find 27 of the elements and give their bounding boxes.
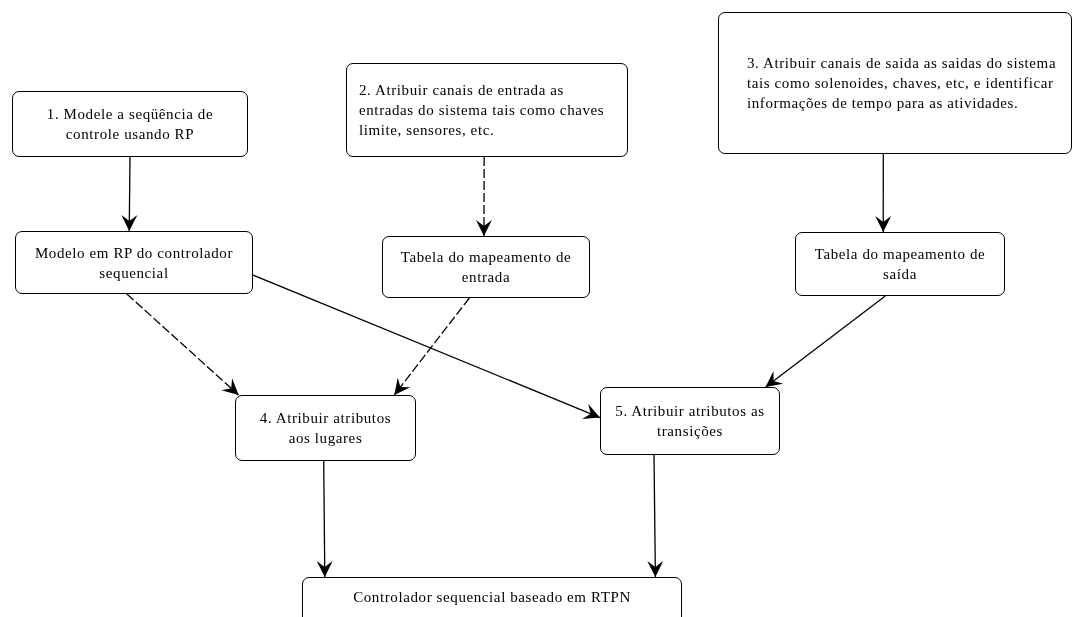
process-box [15,231,253,294]
arrow [126,293,240,396]
box-text: Modelo em RP do controlador sequencial [33,243,235,283]
process-box [382,236,590,298]
arrow [647,454,664,578]
box-text: Tabela do mapeamento de saída [813,245,987,284]
process-box [235,395,416,461]
box-text: Tabela do mapeamento de entrada [399,248,573,287]
arrow [475,156,492,237]
arrow [764,295,886,388]
arrow [316,460,333,578]
box-text: 1. Modele a seqüência de controle usando RP [45,105,215,144]
box-text: 2. Atribuir canais de entrada as entradas do sistema tais como chaves limite, sensores, etc. [359,81,606,140]
box-text: 5. Atribuir atributos as transições [614,402,766,441]
process-box [795,232,1005,296]
arrow [875,153,892,233]
arrow [252,274,601,419]
box-text: Controlador sequencial baseado em RTPN [352,588,632,607]
process-box [346,63,628,157]
box-text: 3. Atribuir canais de saida as saidas do sistema tais como solenoides, chaves, etc, e identificar informações de tempo para as atividades. [747,54,1058,113]
box-text: 4. Atribuir atributos aos lugares [258,409,393,448]
arrow [393,297,470,396]
arrow [121,156,138,232]
process-box [302,577,682,617]
process-box [12,91,248,157]
process-box [600,387,780,455]
process-box [718,12,1072,154]
